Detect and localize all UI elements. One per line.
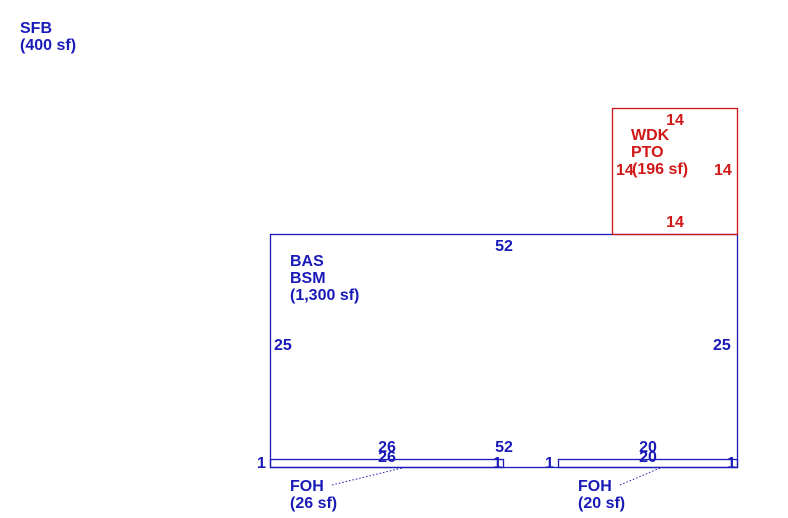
foh-left-dim-left: 1 [257, 455, 266, 472]
foh-left-area-label: (26 sf) [290, 495, 338, 512]
main-dim-bottom: 52 [495, 439, 513, 456]
foh-left-dim-top: 26 [378, 439, 396, 456]
foh-right-dim-left: 1 [545, 455, 554, 472]
foh-right-outline[interactable] [557, 458, 739, 469]
deck-code2-label: PTO [631, 144, 664, 161]
deck-dim-left: 14 [616, 162, 634, 179]
main-dim-top: 52 [495, 238, 513, 255]
main-dim-right: 25 [713, 337, 731, 354]
sfb-area-label: (400 sf) [20, 37, 77, 54]
deck-area-label: (196 sf) [632, 161, 689, 178]
foh-right-code-label: FOH [578, 478, 612, 495]
deck-code-label: WDK [631, 127, 670, 144]
deck-dim-top: 14 [666, 112, 684, 129]
main-code-label: BAS [290, 253, 324, 270]
foh-left-dim-bottom: 26 [378, 449, 396, 466]
foh-right-dim-top: 20 [639, 439, 657, 456]
main-area-label: (1,300 sf) [290, 287, 360, 304]
sfb-code-label: SFB [20, 20, 52, 37]
foh-right-dim-bottom: 20 [639, 449, 657, 466]
foh-left-dim-right: 1 [493, 455, 502, 472]
foh-right-dim-right: 1 [727, 455, 736, 472]
foh-right-area-label: (20 sf) [578, 495, 626, 512]
foh-left-code-label: FOH [290, 478, 324, 495]
main-dim-left: 25 [274, 337, 292, 354]
main-code2-label: BSM [290, 270, 326, 287]
foh-right-leader-line [619, 467, 661, 486]
main-structure-outline[interactable] [269, 233, 739, 469]
deck-outline[interactable] [611, 107, 739, 236]
foh-left-leader-line [331, 467, 403, 486]
deck-dim-right: 14 [714, 162, 732, 179]
deck-dim-bottom: 14 [666, 214, 684, 231]
foh-left-outline[interactable] [269, 458, 505, 469]
